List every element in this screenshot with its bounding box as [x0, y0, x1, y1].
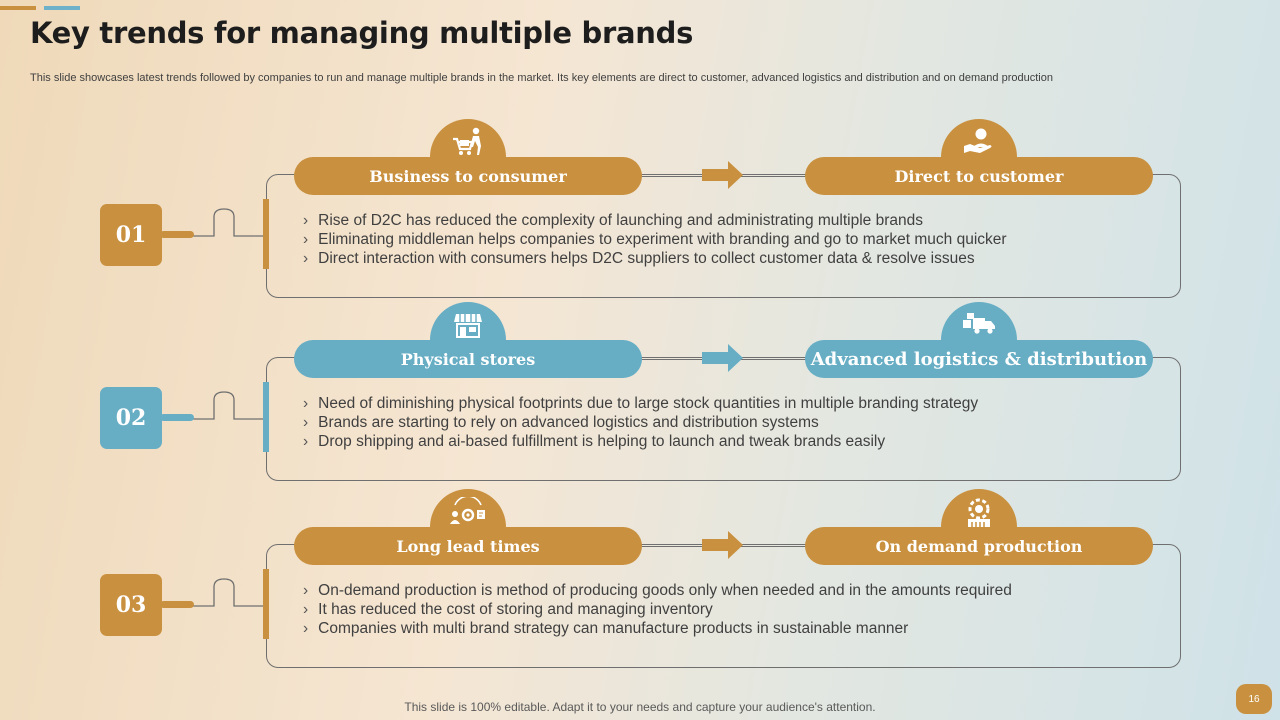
trend-label-right: On demand production: [805, 527, 1153, 565]
arrow-right-icon: [702, 531, 743, 559]
connector-nub: [160, 601, 194, 608]
card-side-bar: [263, 382, 269, 452]
trend-number: 03: [100, 574, 162, 636]
bullet-item: Companies with multi brand strategy can …: [303, 619, 1012, 638]
card-side-bar: [263, 199, 269, 269]
bullet-item: It has reduced the cost of storing and m…: [303, 600, 1012, 619]
accent-bar-gold: [0, 6, 36, 10]
bullet-item: Eliminating middleman helps companies to…: [303, 230, 1006, 249]
connector-nub: [160, 414, 194, 421]
bullet-item: Direct interaction with consumers helps …: [303, 249, 1007, 268]
connector-curve: [192, 208, 264, 237]
arrow-right-icon: [702, 161, 743, 189]
trend-bullets: On-demand production is method of produc…: [303, 581, 1012, 638]
arrow-right-icon: [702, 344, 743, 372]
trend-bullets: Rise of D2C has reduced the complexity o…: [303, 211, 1007, 268]
trend-label-right: Advanced logistics & distribution: [805, 340, 1153, 378]
footer-note: This slide is 100% editable. Adapt it to…: [404, 700, 876, 714]
bullet-item: On-demand production is method of produc…: [303, 581, 1012, 600]
bullet-item: Drop shipping and ai-based fulfillment i…: [303, 432, 978, 451]
slide-title: Key trends for managing multiple brands: [30, 16, 694, 50]
trend-number: 01: [100, 204, 162, 266]
page-number: 16: [1236, 684, 1272, 714]
connector-nub: [160, 231, 194, 238]
bullet-item: Brands are starting to rely on advanced …: [303, 413, 978, 432]
accent-bar-blue: [44, 6, 80, 10]
trend-label-left: Long lead times: [294, 527, 642, 565]
trend-label-left: Business to consumer: [294, 157, 642, 195]
slide-subtitle: This slide showcases latest trends follo…: [30, 72, 1053, 84]
trend-bullets: Need of diminishing physical footprints …: [303, 394, 978, 451]
bullet-item: Rise of D2C has reduced the complexity o…: [303, 211, 1007, 230]
trend-row-1: Business to consumer Direct to customer …: [0, 119, 1280, 303]
trend-label-left: Physical stores: [294, 340, 642, 378]
card-side-bar: [263, 569, 269, 639]
bullet-item: Need of diminishing physical footprints …: [303, 394, 978, 413]
trend-label-right: Direct to customer: [805, 157, 1153, 195]
connector-curve: [192, 578, 264, 607]
trend-number: 02: [100, 387, 162, 449]
trend-row-2: Physical stores Advanced logistics & dis…: [0, 302, 1280, 486]
connector-curve: [192, 391, 264, 420]
trend-row-3: Long lead times On demand production 03 …: [0, 489, 1280, 673]
